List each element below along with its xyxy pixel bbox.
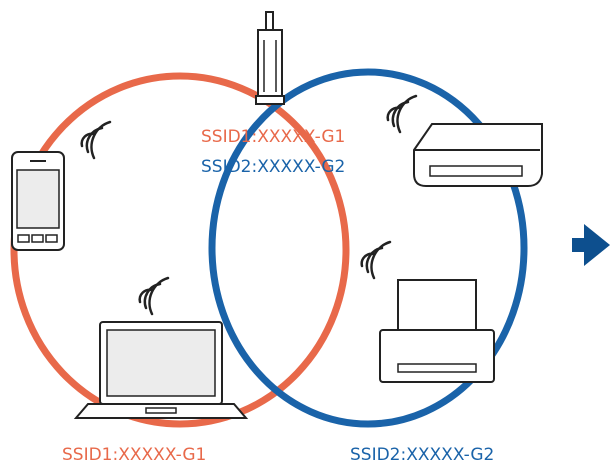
wifi-signal-icon bbox=[138, 276, 170, 316]
arrow-right-icon bbox=[572, 224, 610, 266]
network2-circle bbox=[208, 68, 528, 428]
router-ssid1-label: SSID1:XXXXX-G1 bbox=[201, 127, 345, 147]
wifi-signal-icon bbox=[80, 120, 112, 160]
laptop-icon bbox=[73, 321, 249, 419]
wifi-signal-icon bbox=[386, 94, 418, 134]
network1-circle bbox=[10, 72, 350, 428]
wireless-router-icon bbox=[255, 11, 285, 105]
network1-ssid-label: SSID1:XXXXX-G1 bbox=[62, 445, 206, 465]
wifi-signal-icon bbox=[360, 240, 392, 280]
scanner-icon bbox=[413, 123, 543, 187]
printer-icon bbox=[379, 279, 495, 383]
smartphone-icon bbox=[11, 151, 65, 251]
network2-ssid-label: SSID2:XXXXX-G2 bbox=[350, 445, 494, 465]
router-ssid2-label: SSID2:XXXXX-G2 bbox=[201, 157, 345, 177]
